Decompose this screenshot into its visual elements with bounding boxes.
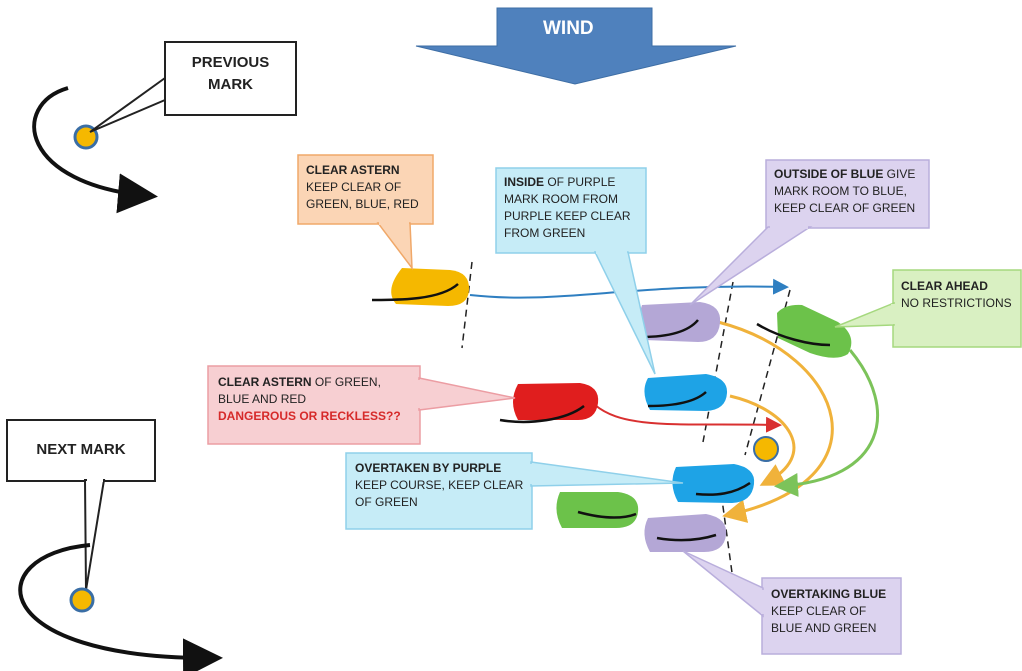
next-mark-course	[18, 543, 223, 671]
green-callout-box	[892, 269, 1022, 348]
blue-boat-top	[644, 374, 728, 411]
danger-warning: DANGEROUS OR RECKLESS??	[218, 409, 401, 423]
cyan-bottom-callout-text: OVERTAKEN BY PURPLE KEEP COURSE, KEEP CL…	[355, 461, 524, 509]
purple-callout-top	[765, 159, 930, 229]
cyan-top-callout-text: INSIDE OF PURPLE MARK ROOM FROM PURPLE K…	[504, 175, 631, 240]
next-mark-buoy	[69, 587, 95, 613]
green-boat-bottom	[556, 492, 639, 528]
purple-callout-bottom	[761, 577, 902, 655]
wind-arrow	[415, 7, 737, 85]
red-callout-box	[207, 365, 421, 445]
green-track	[774, 349, 880, 497]
overlap-line	[461, 261, 473, 349]
previous-mark-callout	[164, 41, 297, 116]
cyan-callout-bottom	[345, 452, 533, 530]
cyan-callout-top	[495, 167, 647, 254]
orange-boat	[371, 268, 470, 306]
red-callout-text: CLEAR ASTERN OF GREEN, BLUE AND RED DANG…	[218, 375, 401, 423]
blue-track	[469, 278, 789, 299]
wind-label: WIND	[543, 18, 594, 39]
purple-top-callout-text: OUTSIDE OF BLUE GIVE MARK ROOM TO BLUE, …	[774, 167, 916, 215]
green-callout-text: CLEAR AHEAD NO RESTRICTIONS	[901, 279, 1012, 310]
next-mark-label: NEXT MARK	[36, 441, 126, 458]
orange-track-inner	[729, 394, 796, 486]
next-mark-callout	[6, 419, 156, 482]
rounding-mark-buoy	[753, 436, 779, 462]
purple-boat-bottom	[644, 514, 727, 552]
green-boat-top	[756, 304, 852, 358]
orange-callout-box	[297, 154, 434, 225]
overlap-line	[702, 281, 734, 443]
red-boat	[499, 383, 599, 424]
orange-callout-text: CLEAR ASTERN KEEP CLEAR OF GREEN, BLUE, …	[306, 163, 419, 211]
previous-mark-course	[32, 86, 158, 214]
previous-mark-label: PREVIOUS MARK	[191, 54, 270, 93]
purple-bottom-callout-text: OVERTAKING BLUE KEEP CLEAR OF BLUE AND G…	[771, 587, 887, 635]
blue-boat-bottom	[672, 464, 755, 503]
purple-boat-top	[639, 302, 721, 342]
red-track	[594, 404, 782, 433]
